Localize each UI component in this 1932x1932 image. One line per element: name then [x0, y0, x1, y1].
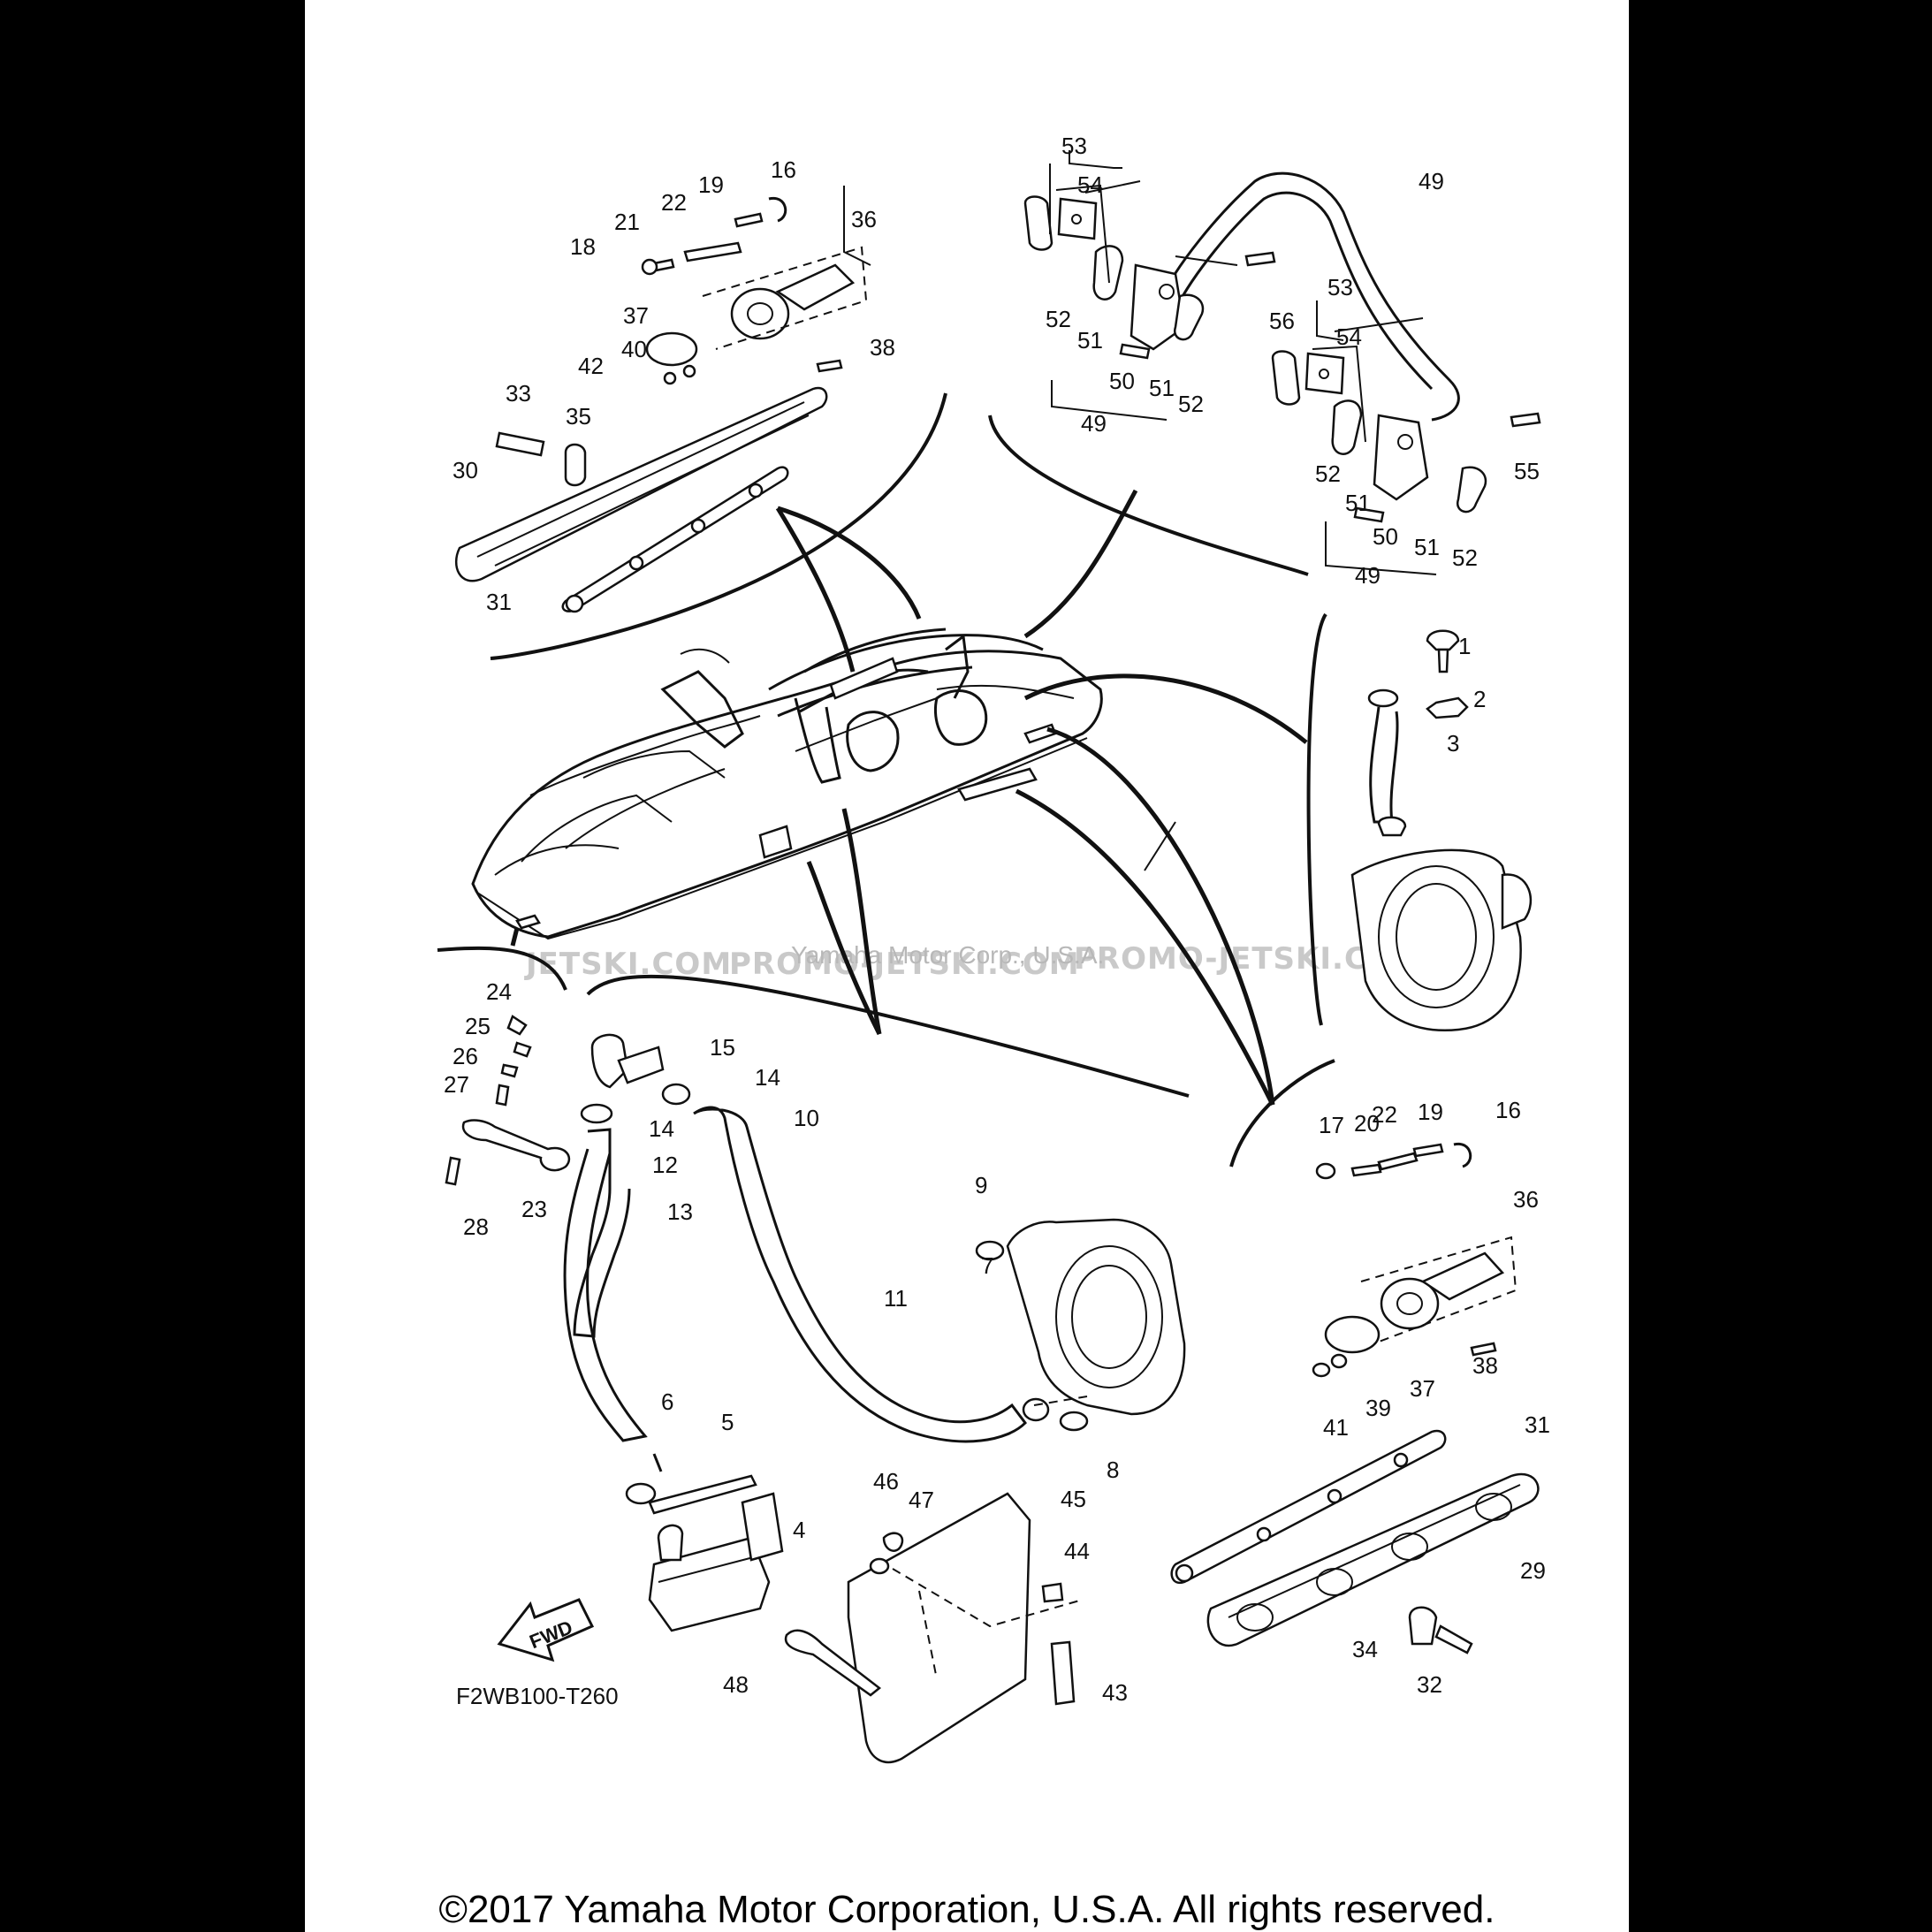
group-brackets — [437, 392, 1335, 1168]
callout-44: 44 — [1064, 1538, 1090, 1564]
callout-1: 1 — [1458, 633, 1471, 659]
callout-51c: 51 — [1345, 490, 1371, 516]
callout-22b: 22 — [1372, 1101, 1397, 1128]
callout-14b: 14 — [649, 1115, 674, 1142]
callout-56: 56 — [1269, 308, 1295, 334]
callout-49b: 49 — [1081, 410, 1107, 437]
watermark-center: PROMO-JETSKI.COM — [729, 947, 1080, 982]
callout-36a: 36 — [851, 206, 877, 232]
callout-36b: 36 — [1513, 1186, 1539, 1213]
callout-23: 23 — [521, 1196, 547, 1222]
callout-53a: 53 — [1061, 133, 1087, 159]
callout-9: 9 — [975, 1172, 987, 1198]
callout-49c: 49 — [1355, 562, 1381, 589]
callout-50a: 50 — [1109, 368, 1135, 394]
callout-15: 15 — [710, 1034, 735, 1061]
callout-51b: 51 — [1149, 375, 1175, 401]
callout-numbers: 1 2 3 4 5 6 7 8 9 10 11 12 13 14 14 15 1… — [444, 133, 1550, 1706]
callout-18: 18 — [570, 233, 596, 260]
watercraft-hull — [471, 628, 1103, 940]
sponson-right-group — [1170, 1142, 1540, 1654]
callout-41: 41 — [1323, 1414, 1349, 1441]
callout-40: 40 — [621, 336, 647, 362]
callout-21: 21 — [614, 209, 640, 235]
callout-12: 12 — [652, 1152, 678, 1178]
callout-51d: 51 — [1414, 534, 1440, 560]
callout-52b: 52 — [1178, 391, 1204, 417]
battery-box-group — [625, 1453, 1084, 1764]
fwd-label: FWD — [526, 1616, 575, 1653]
callout-52d: 52 — [1452, 544, 1478, 571]
leader-lines — [843, 150, 1437, 871]
callout-30: 30 — [453, 457, 478, 483]
callout-19a: 19 — [698, 171, 724, 198]
callout-43: 43 — [1102, 1679, 1128, 1706]
callout-55: 55 — [1514, 458, 1540, 484]
jet-pump-group — [1350, 629, 1533, 1031]
callout-20: 20 — [1354, 1110, 1380, 1137]
callout-54a: 54 — [1077, 171, 1103, 198]
callout-38b: 38 — [1472, 1352, 1498, 1379]
callout-7: 7 — [981, 1252, 993, 1279]
sponson-left-group — [454, 196, 868, 613]
callout-6: 6 — [661, 1388, 673, 1415]
forward-direction-arrow: FWD — [497, 1598, 595, 1662]
callout-45: 45 — [1061, 1486, 1086, 1512]
callout-24: 24 — [486, 978, 512, 1005]
callout-16a: 16 — [771, 156, 796, 183]
callout-54b: 54 — [1336, 323, 1362, 350]
callout-14a: 14 — [755, 1064, 780, 1091]
callout-49a: 49 — [1419, 168, 1444, 194]
copyright-notice: ©2017 Yamaha Motor Corporation, U.S.A. A… — [438, 1888, 1495, 1931]
callout-38a: 38 — [870, 334, 895, 361]
callout-8: 8 — [1107, 1457, 1119, 1483]
tow-handle-group — [1023, 171, 1541, 523]
callout-33: 33 — [506, 380, 531, 407]
callout-31a: 31 — [486, 589, 512, 615]
figure-code: F2WB100-T260 — [456, 1683, 619, 1709]
callout-29: 29 — [1520, 1557, 1546, 1584]
callout-52a: 52 — [1046, 306, 1071, 332]
callout-27: 27 — [444, 1071, 469, 1098]
callout-51a: 51 — [1077, 327, 1103, 354]
callout-47: 47 — [909, 1487, 934, 1513]
callout-4: 4 — [793, 1517, 805, 1543]
callout-32: 32 — [1417, 1671, 1442, 1698]
callout-48: 48 — [723, 1671, 749, 1698]
callout-19b: 19 — [1418, 1099, 1443, 1125]
callout-39: 39 — [1365, 1395, 1391, 1421]
callout-13: 13 — [667, 1198, 693, 1225]
callout-35: 35 — [566, 403, 591, 430]
pointer-arrows — [510, 489, 1308, 1107]
callout-50b: 50 — [1373, 523, 1398, 550]
callout-53b: 53 — [1327, 274, 1353, 300]
callout-17: 17 — [1319, 1112, 1344, 1138]
callout-28: 28 — [463, 1213, 489, 1240]
callout-52c: 52 — [1315, 460, 1341, 487]
callout-5: 5 — [721, 1409, 734, 1435]
callout-11: 11 — [884, 1285, 908, 1312]
callout-10: 10 — [794, 1105, 819, 1131]
callout-34: 34 — [1352, 1636, 1378, 1662]
callout-37a: 37 — [623, 302, 649, 329]
bilge-hose-group — [445, 1015, 1186, 1443]
callout-31b: 31 — [1525, 1411, 1550, 1438]
callout-2: 2 — [1473, 686, 1486, 712]
callout-46: 46 — [873, 1468, 899, 1495]
callout-42: 42 — [578, 353, 604, 379]
callout-22a: 22 — [661, 189, 687, 216]
callout-25: 25 — [465, 1013, 491, 1039]
callout-26: 26 — [453, 1043, 478, 1069]
callout-37b: 37 — [1410, 1375, 1435, 1402]
callout-16b: 16 — [1495, 1097, 1521, 1123]
callout-3: 3 — [1447, 730, 1459, 757]
